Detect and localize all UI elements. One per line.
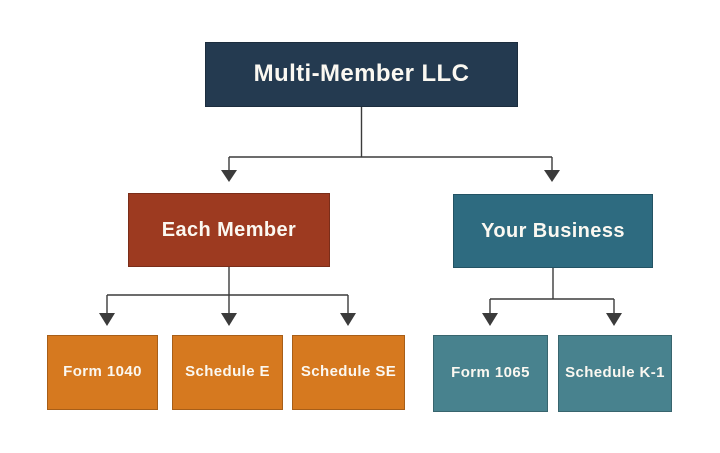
node-schedule-e: Schedule E bbox=[172, 335, 283, 410]
arrow-down-icon bbox=[340, 313, 356, 326]
node-form-1065: Form 1065 bbox=[433, 335, 548, 412]
node-form-1040: Form 1040 bbox=[47, 335, 158, 410]
arrow-down-icon bbox=[99, 313, 115, 326]
node-schedule-se: Schedule SE bbox=[292, 335, 405, 410]
arrow-down-icon bbox=[482, 313, 498, 326]
node-your-business: Your Business bbox=[453, 194, 653, 268]
node-each-member: Each Member bbox=[128, 193, 330, 267]
node-schedule-k1: Schedule K-1 bbox=[558, 335, 672, 412]
arrow-down-icon bbox=[221, 313, 237, 326]
arrow-down-icon bbox=[221, 170, 237, 182]
arrow-down-icon bbox=[544, 170, 560, 182]
node-multi-member-llc: Multi-Member LLC bbox=[205, 42, 518, 107]
arrow-down-icon bbox=[606, 313, 622, 326]
